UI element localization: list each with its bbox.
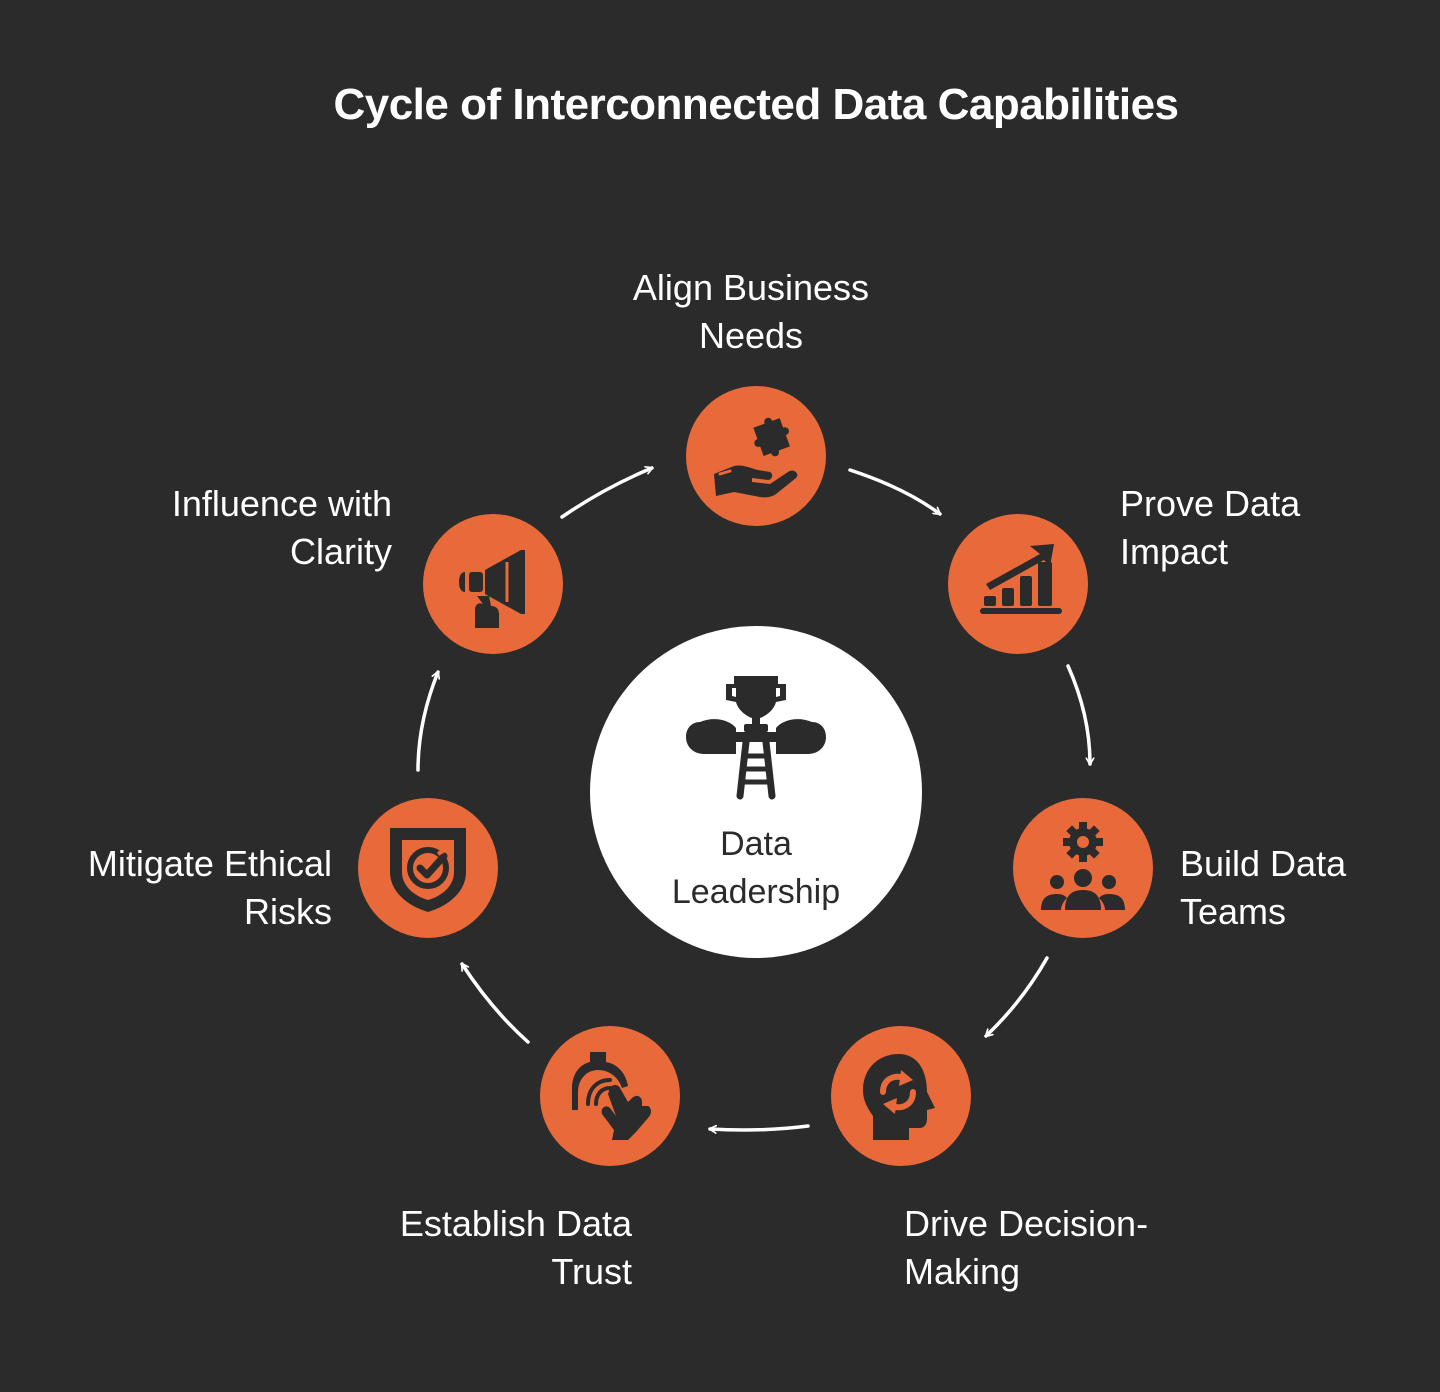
- arrow-prove-to-build: [1066, 664, 1090, 766]
- step-drive-decision-making[interactable]: [831, 1026, 971, 1166]
- label-influence-with-clarity: Influence with Clarity: [171, 483, 392, 572]
- step-prove-data-impact[interactable]: [948, 514, 1088, 654]
- arrow-drive-to-trust: [708, 1124, 810, 1130]
- label-establish-data-trust: Establish Data Trust: [399, 1203, 632, 1292]
- growth-chart-icon: [980, 544, 1062, 614]
- step-mitigate-ethical-risks[interactable]: [358, 798, 498, 938]
- step-align-business-needs[interactable]: [686, 386, 826, 526]
- arrow-align-to-prove: [848, 468, 942, 516]
- center-label: Data Leadership: [671, 825, 841, 911]
- shield-check-icon: [390, 828, 466, 912]
- step-establish-data-trust[interactable]: [540, 1026, 680, 1166]
- arrow-build-to-drive: [984, 956, 1049, 1038]
- hand-puzzle-icon: [714, 417, 798, 498]
- label-align-business-needs: Align Business Needs: [632, 267, 870, 356]
- arrow-influence-to-align: [560, 468, 654, 519]
- megaphone-icon: [459, 550, 525, 628]
- trophy-ladder-icon: [686, 676, 826, 800]
- step-build-data-teams[interactable]: [1013, 798, 1153, 938]
- center-data-leadership: Data Leadership: [590, 626, 922, 958]
- label-build-data-teams: Build Data Teams: [1180, 843, 1347, 932]
- label-drive-decision-making: Drive Decision- Making: [904, 1203, 1149, 1292]
- diagram-title: Cycle of Interconnected Data Capabilitie…: [333, 80, 1179, 129]
- head-cycle-icon: [863, 1054, 935, 1140]
- team-gear-icon: [1041, 822, 1125, 910]
- step-influence-with-clarity[interactable]: [423, 514, 563, 654]
- arrow-mitigate-to-influence: [416, 670, 438, 772]
- hand-signal-icon: [572, 1052, 651, 1140]
- arrow-trust-to-mitigate: [460, 962, 530, 1044]
- label-prove-data-impact: Prove Data Impact: [1120, 483, 1301, 572]
- label-mitigate-ethical-risks: Mitigate Ethical Risks: [87, 843, 332, 932]
